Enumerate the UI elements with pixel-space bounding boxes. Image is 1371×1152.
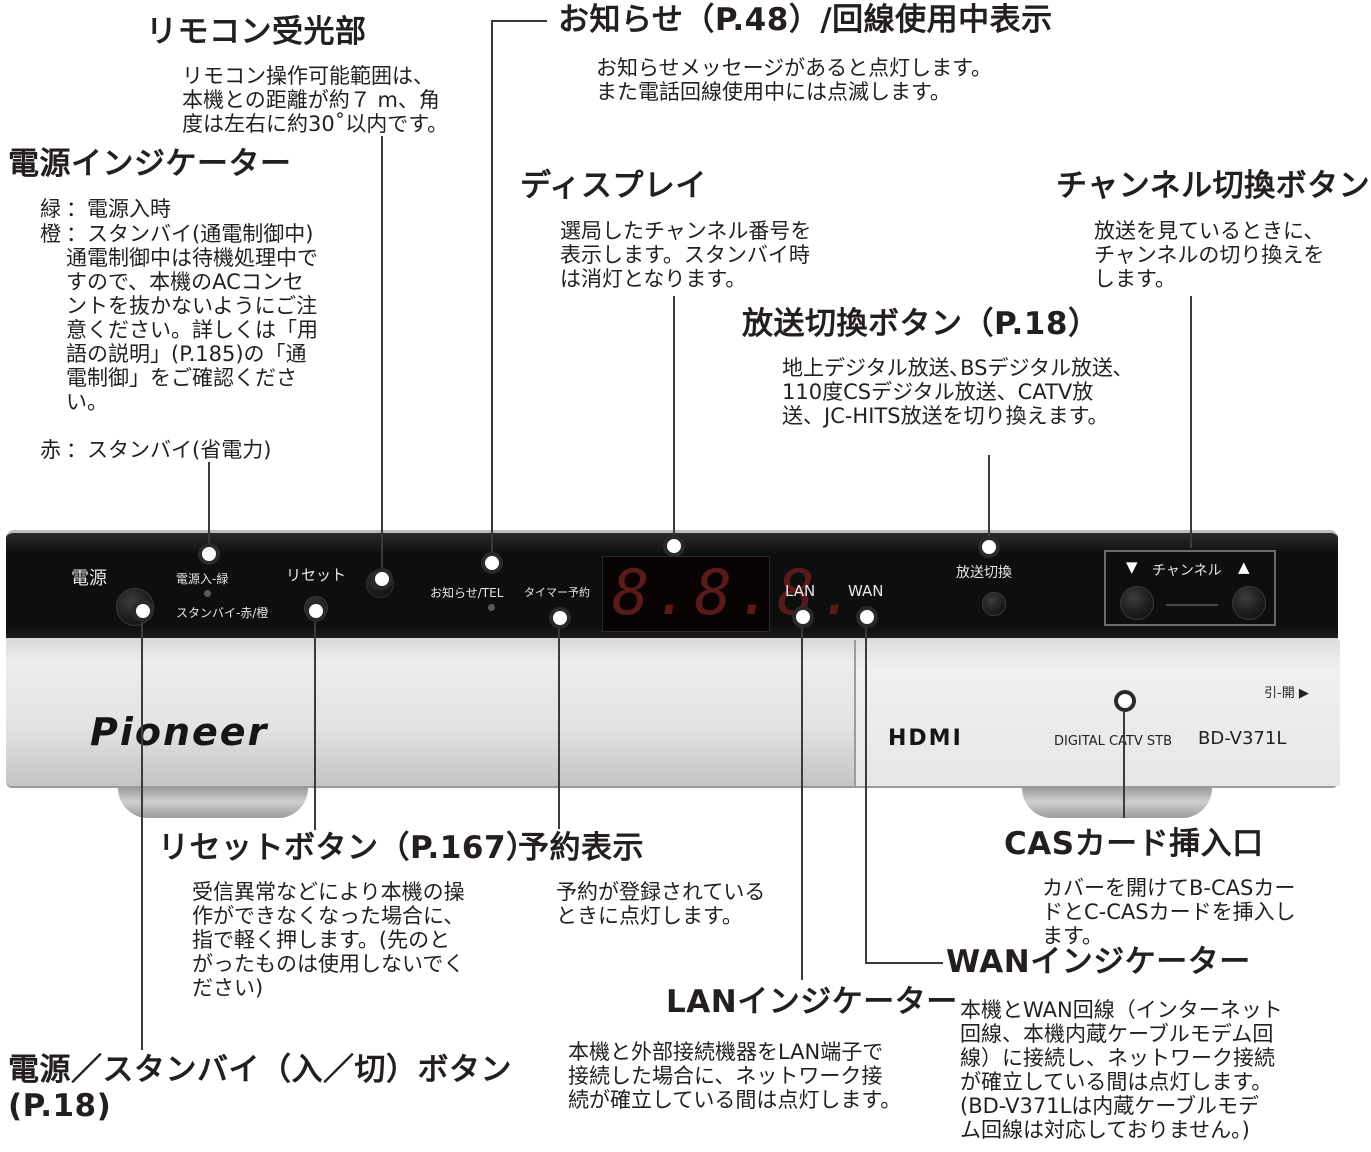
reservation-title: 予約表示: [518, 830, 644, 866]
leader-wan-h: [865, 962, 943, 964]
marker-display: [663, 535, 685, 557]
marker-remote-sensor: [371, 568, 393, 590]
leader-notice-v: [491, 20, 493, 554]
remote-sensor-desc: リモコン操作可能範囲は、 本機との距離が約７ m、角 度は左右に約30˚以内です…: [182, 64, 449, 136]
broadcast-title: 放送切換ボタン（P.18）: [742, 306, 1100, 342]
notice-led: [488, 604, 495, 611]
standby-label: スタンバイ-赤/橙: [176, 606, 269, 620]
device-front-panel: 電源 電源入-緑 スタンバイ-赤/橙 リセット お知らせ/TEL タイマー予約 …: [6, 530, 1340, 822]
indicator-orange-text: ：スタンバイ(通電制御中) 通電制御中は待機処理中で すので、本機のACコンセ …: [66, 222, 318, 414]
channel-up-button[interactable]: [1232, 586, 1266, 620]
marker-power-indicator: [198, 543, 220, 565]
model-label: DIGITAL CATV STB: [1054, 734, 1172, 749]
indicator-red-key: 赤: [40, 438, 61, 462]
display-window: [602, 556, 770, 632]
leader-power-indicator: [208, 462, 210, 546]
power-indicator-title: 電源インジケーター: [8, 146, 292, 182]
indicator-green-text: ：電源入時: [66, 197, 171, 221]
leader-remote-sensor: [381, 136, 383, 568]
display-desc: 選局したチャンネル番号を 表示します。スタンバイ時 は消灯となります。: [560, 219, 812, 291]
broadcast-label: 放送切換: [956, 565, 1012, 581]
marker-wan: [856, 606, 878, 628]
channel-down-arrow: ▼: [1126, 558, 1138, 576]
channel-box: [1104, 550, 1276, 626]
indicator-red-text: ：スタンバイ(省電力): [66, 438, 272, 462]
timer-label: タイマー予約: [524, 586, 590, 599]
leader-display: [673, 296, 675, 536]
marker-cas: [1114, 690, 1136, 712]
notice-desc: お知らせメッセージがあると点灯します。 また電話回線使用中には点滅します。: [596, 56, 993, 104]
display-digits: 8.8.8.: [612, 556, 860, 629]
leader-lan: [801, 628, 803, 980]
marker-reset: [305, 600, 327, 622]
marker-lan: [792, 606, 814, 628]
marker-power-button: [132, 600, 154, 622]
leader-power-button: [141, 622, 143, 1050]
leader-wan-v: [865, 628, 867, 964]
leader-broadcast: [988, 455, 990, 537]
channel-title: チャンネル切換ボタン: [1056, 168, 1371, 204]
leader-channel: [1190, 296, 1192, 548]
model-number: BD-V371L: [1198, 728, 1287, 749]
channel-label: チャンネル: [1152, 563, 1222, 579]
marker-notice: [481, 552, 503, 574]
lan-desc: 本機と外部接続機器をLAN端子で 接続した場合に、ネットワーク接 続が確立してい…: [568, 1040, 902, 1112]
leader-reset: [314, 622, 316, 830]
power-label: 電源: [71, 568, 107, 589]
power-on-label: 電源入-緑: [176, 572, 229, 586]
hdmi-logo: HDMI: [888, 726, 963, 751]
leader-reservation: [558, 629, 560, 829]
marker-broadcast: [978, 536, 1000, 558]
leader-cas: [1123, 712, 1125, 818]
open-label: 引-開 ▶: [1264, 686, 1309, 701]
reset-label: リセット: [286, 566, 347, 584]
channel-desc: 放送を見ているときに、 チャンネルの切り換えを します。: [1094, 219, 1325, 291]
brand-logo: Pioneer: [90, 710, 269, 754]
indicator-green-key: 緑: [40, 197, 61, 221]
reset-title: リセットボタン（P.167）: [158, 830, 538, 866]
notice-label: お知らせ/TEL: [430, 586, 504, 600]
wan-label: WAN: [848, 582, 884, 600]
broadcast-desc: 地上デジタル放送､BSデジタル放送､ 110度CSデジタル放送、CATV放 送、…: [782, 356, 1124, 428]
reset-desc: 受信異常などにより本機の操 作ができなくなった場合に、 指で軽く押します。(先の…: [192, 880, 465, 1000]
remote-sensor-title: リモコン受光部: [146, 14, 367, 50]
power-led: [204, 590, 211, 597]
card-slot-door[interactable]: [854, 640, 1340, 786]
leader-notice-h: [491, 20, 547, 22]
channel-divider: [1166, 604, 1218, 606]
lan-label: LAN: [785, 582, 816, 600]
broadcast-button[interactable]: [982, 592, 1006, 616]
channel-up-arrow: ▲: [1238, 558, 1250, 576]
notice-title: お知らせ（P.48）/回線使用中表示: [558, 2, 1053, 38]
wan-title: WANインジケーター: [946, 944, 1251, 980]
marker-reservation: [549, 607, 571, 629]
indicator-orange-key: 橙: [40, 222, 61, 246]
cas-title: CASカード挿入口: [1004, 826, 1264, 862]
power-button-title: 電源／スタンバイ（入／切）ボタン (P.18): [8, 1052, 512, 1124]
wan-desc: 本機とWAN回線（インターネット 回線、本機内蔵ケーブルモデム回 線）に接続し、…: [960, 998, 1283, 1142]
cas-desc: カバーを開けてB-CASカー ドとC-CASカードを挿入し ます。: [1042, 876, 1296, 948]
reservation-desc: 予約が登録されている ときに点灯します。: [556, 880, 766, 928]
channel-down-button[interactable]: [1120, 586, 1154, 620]
display-title: ディスプレイ: [520, 168, 707, 204]
lan-title: LANインジケーター: [666, 984, 958, 1020]
